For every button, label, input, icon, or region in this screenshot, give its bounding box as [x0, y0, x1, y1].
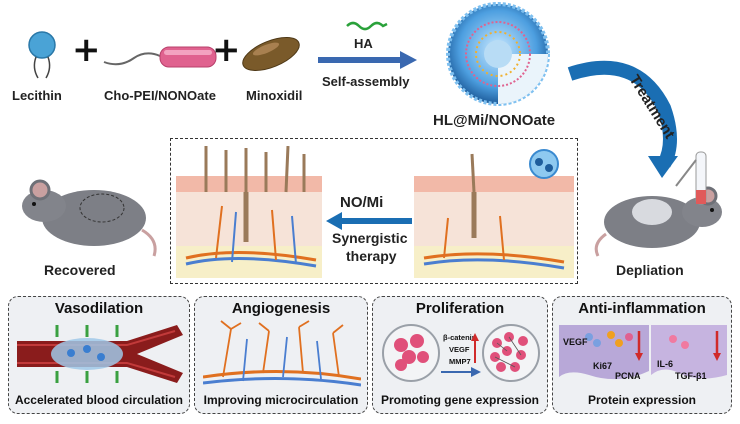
protein-label: TGF-β1 — [675, 371, 707, 381]
no-mi-label: NO/Mi — [340, 194, 384, 211]
minoxidil-icon — [242, 37, 300, 71]
skin-depleted-icon — [414, 149, 574, 278]
panel-caption: Protein expression — [587, 393, 697, 407]
anti-inflammation-panel: Anti-inflammation VEGF Ki67 PCNA IL-6 TG… — [552, 296, 732, 414]
depilation-label: Depliation — [616, 262, 684, 278]
zoom-box — [170, 138, 578, 284]
up-arrow-icon — [471, 333, 479, 363]
arrow-left-icon — [326, 212, 412, 230]
lecithin-icon — [28, 31, 56, 79]
panel-caption: Promoting gene expression — [380, 393, 540, 407]
panel-title: Angiogenesis — [231, 300, 331, 317]
protein-label: PCNA — [615, 371, 641, 381]
microvessel-icon — [203, 320, 361, 387]
arrow-right-icon — [318, 51, 417, 69]
protein-tissue-icon — [559, 325, 727, 380]
angiogenesis-panel: Angiogenesis Improving microcirculation — [194, 296, 368, 414]
lecithin-label: Lecithin — [12, 88, 62, 103]
cho-pei-nonoate-label: Cho-PEI/NONOate — [104, 88, 216, 103]
proliferation-panel: Proliferation β-catenin VEGF MMP7 Promot… — [372, 296, 548, 414]
panel-caption: Accelerated blood circulation — [14, 393, 184, 407]
protein-label: Ki67 — [593, 361, 613, 371]
protein-label: IL-6 — [657, 359, 674, 369]
panel-title: Vasodilation — [54, 300, 144, 317]
self-assembly-label: Self-assembly — [322, 74, 410, 89]
plus-sign: + — [72, 30, 101, 70]
treatment-arrow-icon — [567, 60, 678, 178]
nanoparticle-label: HL@Mi/NONOate — [433, 112, 556, 129]
ha-chain-icon — [346, 21, 388, 31]
skin-restored-icon — [176, 146, 322, 278]
cho-pei-nonoate-icon — [103, 46, 217, 68]
dropper-icon — [675, 151, 707, 205]
therapy-label-line1: Synergistic — [332, 230, 408, 246]
cell-dish-left-icon — [382, 324, 440, 382]
cell-dish-right-icon — [482, 324, 540, 382]
plus-sign: + — [212, 30, 241, 70]
vessel-icon — [17, 325, 183, 383]
minoxidil-label: Minoxidil — [246, 88, 303, 103]
recovered-mouse-icon — [22, 179, 157, 257]
panel-caption: Improving microcirculation — [203, 393, 359, 407]
panel-title: Anti-inflammation — [578, 300, 706, 317]
gene-label: β-catenin — [443, 333, 477, 342]
gene-label: MMP7 — [449, 357, 471, 366]
panel-title: Proliferation — [415, 300, 505, 317]
therapy-label-line2: therapy — [346, 248, 397, 264]
arrow-right-icon — [441, 367, 481, 377]
protein-label: VEGF — [563, 337, 588, 347]
ha-label: HA — [354, 36, 373, 51]
gene-label: VEGF — [449, 345, 470, 354]
depilated-mouse-icon — [594, 186, 722, 257]
vasodilation-panel: Vasodilation Accelerated blood circulati… — [8, 296, 190, 414]
recovered-label: Recovered — [44, 262, 116, 278]
nanoparticle-icon — [446, 2, 550, 106]
